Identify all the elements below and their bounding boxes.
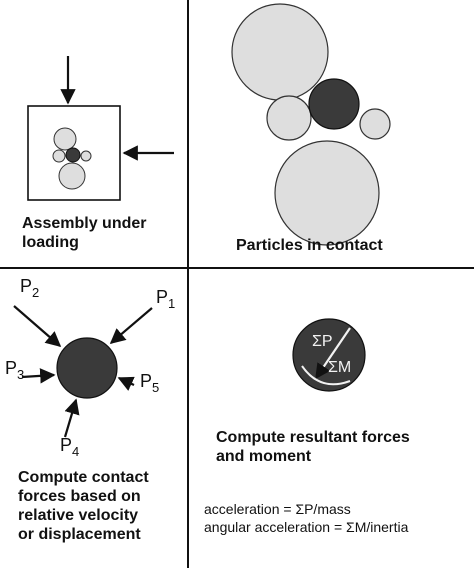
central-dark-particle [308, 78, 360, 130]
small-particle-top [53, 127, 77, 151]
resultant-label: Compute resultant forces and moment [216, 428, 410, 466]
force-arrow-p2 [13, 305, 62, 348]
force-label-p2: P2 [20, 276, 39, 300]
forces-label-line-2: forces based on [18, 488, 141, 505]
forces-label: Compute contact forces based on relative… [18, 468, 149, 544]
resultant-panel: ΣP ΣM [292, 318, 366, 392]
force-label-p1: P1 [156, 287, 175, 311]
forces-panel: P1 P2 P3 P4 P5 [5, 276, 175, 459]
resultant-label-line-2: and moment [216, 448, 312, 465]
force-label-p3: P3 [5, 358, 24, 382]
large-particle-bottom [274, 140, 380, 246]
large-particle-top [231, 3, 329, 101]
small-particle-right [80, 150, 92, 162]
acceleration-equation: acceleration = ΣP/mass [204, 501, 351, 517]
force-arrow-p5 [117, 376, 135, 391]
resultant-particle [292, 318, 366, 392]
small-dark-particle [65, 147, 81, 163]
particle-right [359, 108, 391, 140]
assembly-box [27, 105, 121, 201]
angular-acceleration-equation: angular acceleration = ΣM/inertia [204, 519, 409, 535]
equations-block: acceleration = ΣP/mass angular accelerat… [204, 500, 408, 536]
assembly-panel [27, 56, 174, 201]
resultant-force-arrow [315, 327, 351, 380]
contact-label: Particles in contact [236, 237, 383, 254]
contact-panel [231, 3, 391, 246]
assembly-label-line-1: Assembly under [22, 215, 147, 232]
resultant-moment-arc [301, 365, 351, 386]
force-label-p4: P4 [60, 435, 79, 459]
force-arrow-p1 [109, 307, 153, 344]
force-arrow-p4 [63, 398, 80, 438]
small-particle-left [52, 149, 66, 163]
particle-left [266, 95, 312, 141]
target-particle [56, 337, 118, 399]
forces-label-line-4: or displacement [18, 526, 141, 543]
forces-label-line-3: relative velocity [18, 507, 139, 524]
sum-force-label: ΣP [312, 333, 333, 350]
forces-label-line-1: Compute contact [18, 469, 149, 486]
resultant-label-line-1: Compute resultant forces [216, 429, 410, 446]
force-arrow-p3 [21, 368, 56, 384]
force-label-p5: P5 [140, 371, 159, 395]
assembly-label-line-2: loading [22, 234, 79, 251]
small-particle-bottom [58, 162, 86, 190]
assembly-label: Assembly under loading [22, 214, 146, 252]
sum-moment-label: ΣM [328, 359, 351, 376]
